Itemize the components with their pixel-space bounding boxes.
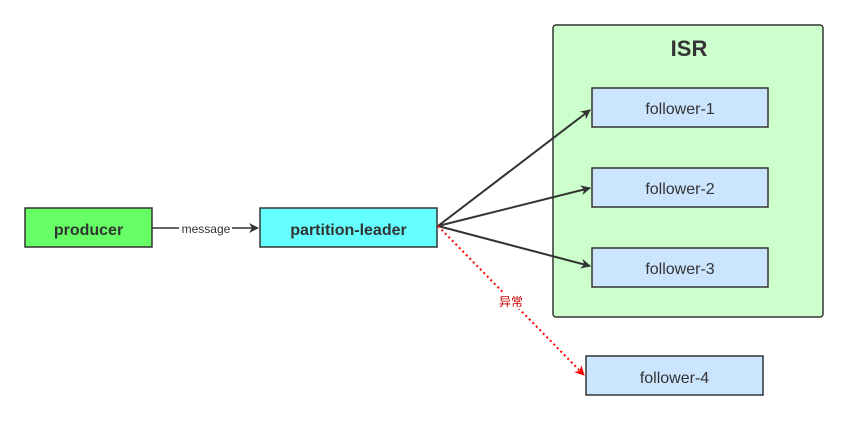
partition-leader-node: partition-leader: [259, 207, 438, 248]
follower-3-label: follower-3: [645, 261, 714, 278]
follower-2-box: [591, 167, 769, 208]
partition-leader-label: partition-leader: [290, 222, 406, 239]
message-label: message: [182, 222, 231, 236]
follower-4-node: follower-4: [585, 355, 764, 396]
abnormal-label-bg: [496, 293, 526, 309]
producer-node: producer: [24, 207, 153, 248]
follower-3-box: [591, 247, 769, 288]
producer-label: producer: [54, 222, 123, 239]
edge-leader-to-follower-2: [437, 185, 591, 227]
edge-leader-to-follower-3: [437, 225, 591, 269]
message-label-bg: [179, 221, 232, 236]
edge-leader-to-follower-1: [437, 109, 591, 227]
isr-title: ISR: [671, 36, 708, 61]
follower-1-box: [591, 87, 769, 128]
follower-4-label: follower-4: [640, 370, 709, 387]
follower-2-node: follower-2: [591, 167, 769, 208]
follower-1-label: follower-1: [645, 101, 714, 118]
producer-box: [24, 207, 153, 248]
follower-3-node: follower-3: [591, 247, 769, 288]
follower-1-node: follower-1: [591, 87, 769, 128]
partition-leader-box: [259, 207, 438, 248]
edges: message 异常: [152, 109, 591, 376]
abnormal-label: 异常: [499, 295, 523, 309]
follower-2-label: follower-2: [645, 181, 714, 198]
follower-4-box: [585, 355, 764, 396]
